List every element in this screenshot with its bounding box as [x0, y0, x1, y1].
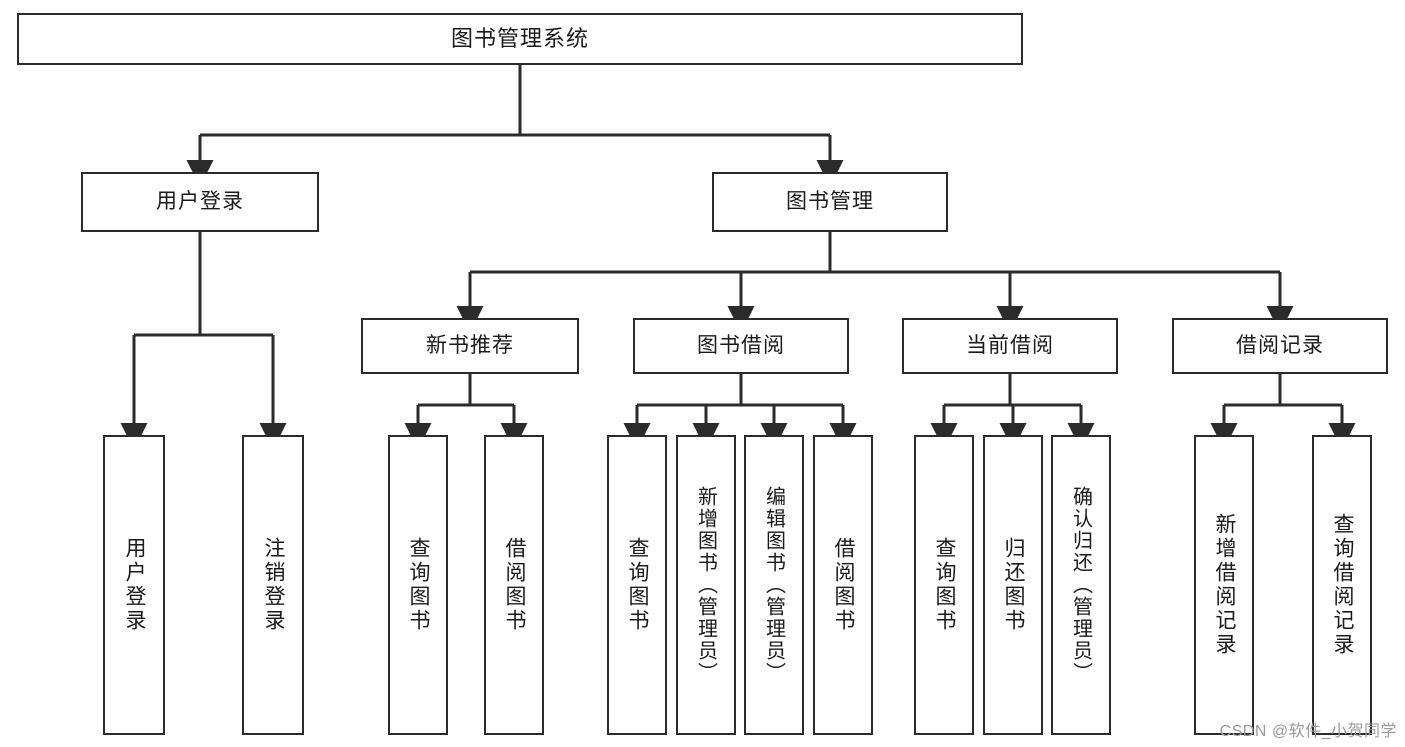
node-leaf-borrow-book-1[interactable]: 借阅图书 — [484, 435, 544, 735]
node-label: 当前借阅 — [966, 334, 1054, 358]
node-label: 查询图书 — [626, 537, 649, 633]
node-label: 借阅图书 — [503, 537, 526, 633]
node-leaf-edit-book[interactable]: 编辑图书（管理员） — [744, 435, 804, 735]
node-label: 归还图书 — [1002, 537, 1025, 633]
node-label: 编辑图书（管理员） — [762, 486, 785, 684]
node-new-book-recommend[interactable]: 新书推荐 — [361, 318, 579, 374]
node-leaf-return-book[interactable]: 归还图书 — [983, 435, 1043, 735]
node-book-manage[interactable]: 图书管理 — [712, 172, 948, 232]
node-leaf-query-record[interactable]: 查询借阅记录 — [1312, 435, 1372, 735]
node-leaf-logout-login[interactable]: 注销登录 — [242, 435, 304, 735]
node-user-login[interactable]: 用户登录 — [81, 172, 319, 232]
node-label: 图书管理系统 — [450, 25, 589, 51]
node-label: 查询借阅记录 — [1331, 513, 1354, 657]
node-leaf-query-book-1[interactable]: 查询图书 — [388, 435, 448, 735]
node-root-system[interactable]: 图书管理系统 — [17, 13, 1023, 65]
node-leaf-query-book-3[interactable]: 查询图书 — [914, 435, 974, 735]
node-label: 新增借阅记录 — [1213, 513, 1236, 657]
node-label: 确认归还（管理员） — [1069, 486, 1092, 684]
node-leaf-confirm-return[interactable]: 确认归还（管理员） — [1051, 435, 1111, 735]
node-label: 用户登录 — [123, 537, 146, 633]
node-label: 新增图书（管理员） — [694, 486, 717, 684]
node-leaf-query-book-2[interactable]: 查询图书 — [607, 435, 667, 735]
node-label: 新书推荐 — [426, 334, 514, 358]
node-label: 图书借阅 — [697, 334, 785, 358]
node-current-borrow[interactable]: 当前借阅 — [902, 318, 1118, 374]
node-borrow-record[interactable]: 借阅记录 — [1172, 318, 1388, 374]
node-label: 查询图书 — [933, 537, 956, 633]
node-label: 用户登录 — [156, 190, 244, 214]
node-label: 借阅图书 — [832, 537, 855, 633]
node-leaf-user-login[interactable]: 用户登录 — [103, 435, 165, 735]
node-label: 查询图书 — [407, 537, 430, 633]
node-label: 借阅记录 — [1236, 334, 1324, 358]
node-label: 注销登录 — [262, 537, 285, 633]
node-leaf-add-record[interactable]: 新增借阅记录 — [1194, 435, 1254, 735]
node-book-borrow[interactable]: 图书借阅 — [633, 318, 849, 374]
watermark-text: CSDN @软件_小贺同学 — [1219, 723, 1397, 740]
node-label: 图书管理 — [786, 190, 874, 214]
node-leaf-borrow-book-2[interactable]: 借阅图书 — [813, 435, 873, 735]
node-leaf-add-book[interactable]: 新增图书（管理员） — [676, 435, 736, 735]
